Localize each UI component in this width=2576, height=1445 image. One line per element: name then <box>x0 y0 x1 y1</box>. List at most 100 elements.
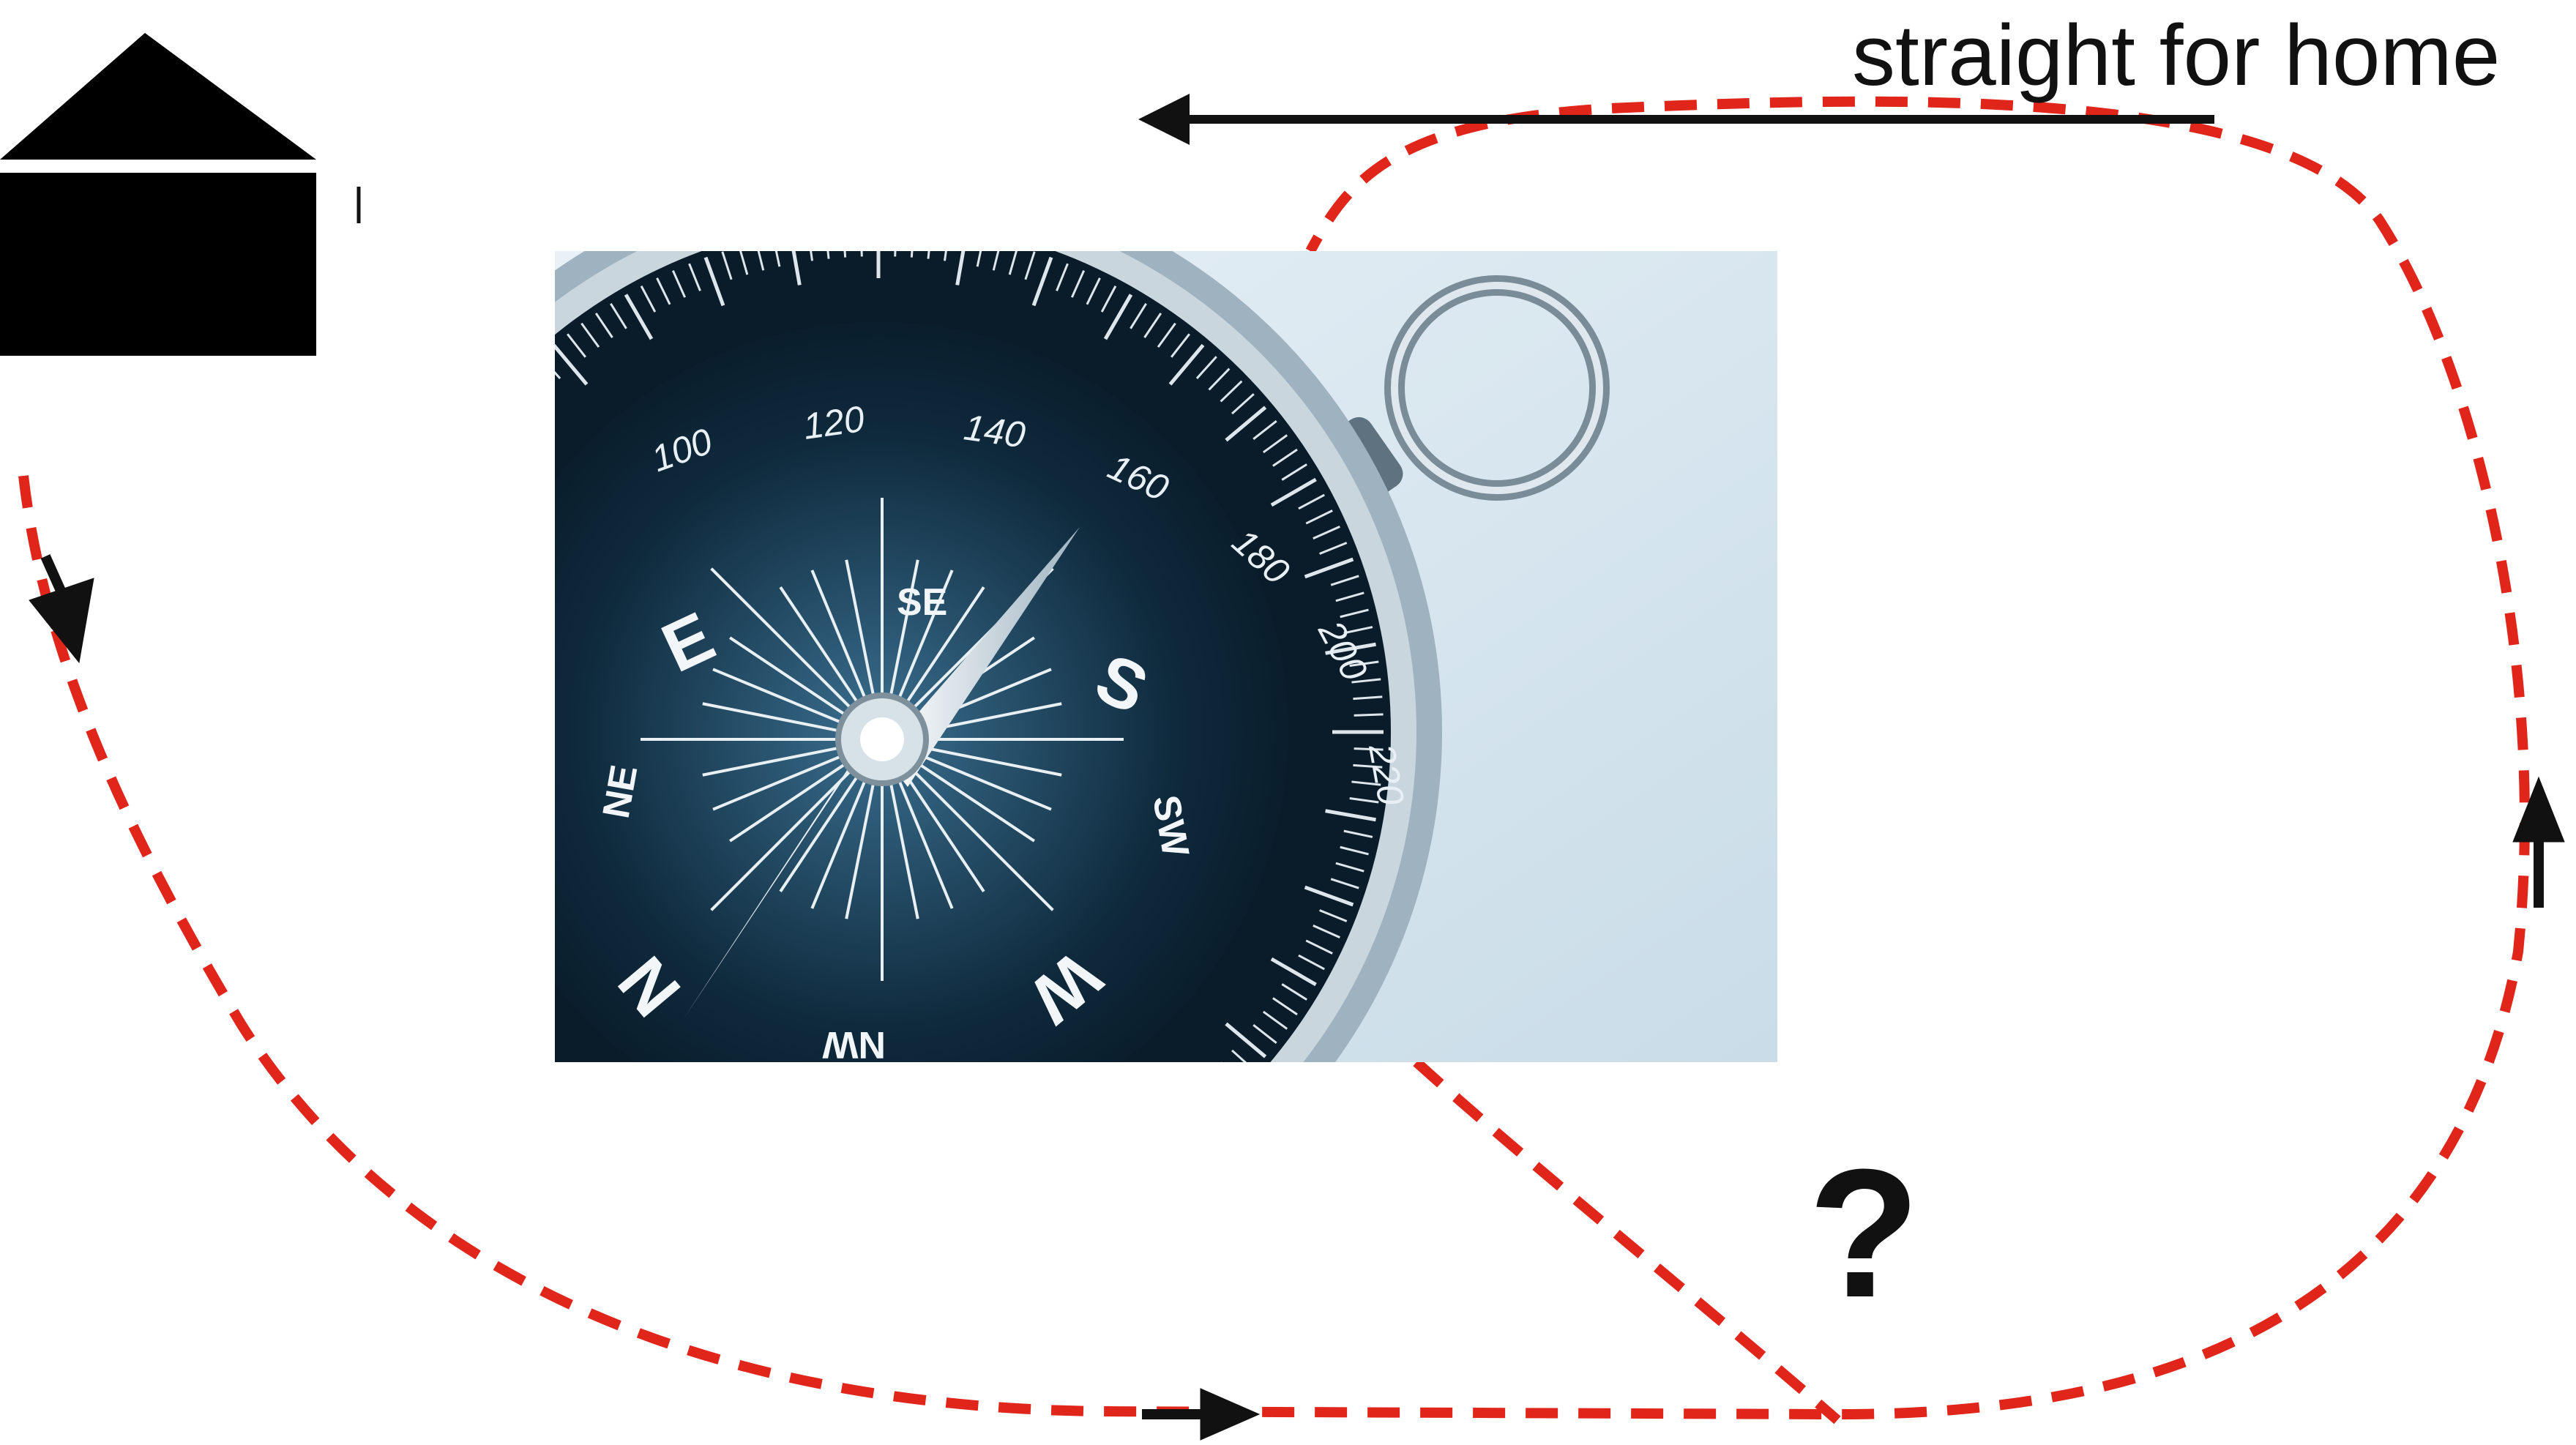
scale-tick <box>433 955 458 969</box>
scale-tick <box>1158 1117 1176 1140</box>
scale-tick <box>756 1194 764 1222</box>
compass-image: 100 120 140 160 180 200 220 SE E S NE SW… <box>315 168 1777 1296</box>
degree-label: 140 <box>961 406 1028 455</box>
scale-tick <box>503 1050 525 1070</box>
scale-tick <box>690 1173 701 1201</box>
degree-label: 120 <box>801 398 867 447</box>
scale-tick <box>410 543 437 554</box>
scale-tick <box>417 925 444 937</box>
scale-tick <box>581 1117 599 1140</box>
scale-tick <box>944 1203 949 1233</box>
direction-label-nw: NW <box>821 1023 886 1066</box>
scale-tick <box>433 495 458 509</box>
scale-tick <box>928 1205 931 1234</box>
scale-tick <box>826 1205 829 1234</box>
scale-tick <box>404 559 452 577</box>
scale-tick <box>1144 1127 1160 1151</box>
scale-tick <box>441 479 485 505</box>
scale-tick <box>480 1025 504 1043</box>
caption-straight-for-home: straight for home <box>1852 6 2500 105</box>
scale-tick <box>470 435 493 452</box>
scale-tick <box>381 644 431 653</box>
scale-tick <box>460 449 484 466</box>
scale-tick <box>1171 1107 1190 1130</box>
scale-tick <box>375 697 404 699</box>
scale-tick <box>657 1160 671 1186</box>
scale-tick <box>404 887 452 905</box>
scale-tick <box>1197 1086 1217 1108</box>
scale-tick <box>774 1198 780 1226</box>
scale-tick <box>425 511 451 524</box>
scale-tick <box>398 576 426 585</box>
scale-tick <box>1209 1075 1230 1096</box>
direction-label-se: SE <box>897 581 947 624</box>
scale-tick <box>381 811 431 820</box>
scale-tick <box>384 627 413 633</box>
scale-tick <box>376 782 406 785</box>
scale-tick <box>441 959 485 985</box>
scale-tick <box>567 1107 586 1130</box>
scale-tick <box>375 765 404 767</box>
scale-tick <box>515 1063 537 1083</box>
scale-tick <box>553 1080 586 1119</box>
scale-tick <box>373 714 403 715</box>
scale-tick <box>398 879 426 888</box>
scale-tick <box>843 1206 845 1236</box>
scale-tick <box>393 593 421 601</box>
uncertain-return-path <box>1416 1062 1837 1420</box>
scale-tick <box>977 1198 983 1226</box>
scale-tick <box>861 1208 862 1237</box>
scale-tick <box>1354 714 1384 715</box>
scale-tick <box>1072 1167 1083 1194</box>
scale-tick <box>491 1024 531 1057</box>
scale-tick <box>1026 1184 1034 1212</box>
scale-tick <box>1221 1063 1242 1083</box>
scale-tick <box>528 1075 548 1096</box>
scale-tick <box>739 1190 747 1217</box>
scale-tick <box>491 407 531 440</box>
scale-tick <box>378 798 408 802</box>
question-mark: ? <box>1808 1142 1920 1325</box>
scale-tick <box>384 831 413 837</box>
scale-tick <box>895 227 896 256</box>
scale-tick <box>641 1152 655 1178</box>
scale-tick <box>993 1194 1001 1222</box>
scale-tick <box>1056 1173 1067 1201</box>
scale-tick <box>626 1125 652 1170</box>
scale-tick <box>1009 1190 1018 1217</box>
scale-tick <box>1105 1125 1131 1170</box>
scale-tick <box>723 1184 731 1212</box>
scale-tick <box>1102 1152 1116 1178</box>
scale-tick <box>378 662 408 666</box>
scale-tick <box>410 910 437 921</box>
scale-tick <box>515 381 537 402</box>
scale-tick <box>417 526 444 538</box>
scale-tick <box>611 1135 626 1160</box>
scale-tick <box>596 1127 612 1151</box>
scale-tick <box>425 941 451 954</box>
scale-tick <box>480 421 504 439</box>
scale-tick <box>673 1167 684 1194</box>
scale-tick <box>808 1203 813 1233</box>
scale-tick <box>388 610 417 617</box>
scale-tick <box>957 1179 966 1230</box>
scale-tick <box>460 998 484 1014</box>
scale-tick <box>373 749 403 750</box>
scale-tick <box>528 369 548 390</box>
scale-tick <box>450 464 475 479</box>
scale-tick <box>1130 1135 1146 1160</box>
scale-tick <box>1034 1159 1051 1207</box>
scale-tick <box>706 1159 723 1207</box>
scale-tick <box>503 394 525 414</box>
scale-tick <box>393 863 421 871</box>
house-icon <box>0 33 359 356</box>
scale-tick <box>791 1179 799 1230</box>
scale-tick <box>450 984 475 999</box>
scale-tick <box>911 1206 914 1236</box>
scale-tick <box>376 679 406 682</box>
scale-tick <box>1087 1160 1100 1186</box>
scale-tick <box>861 227 862 256</box>
scale-tick <box>388 847 417 854</box>
scale-tick <box>1171 1080 1203 1119</box>
